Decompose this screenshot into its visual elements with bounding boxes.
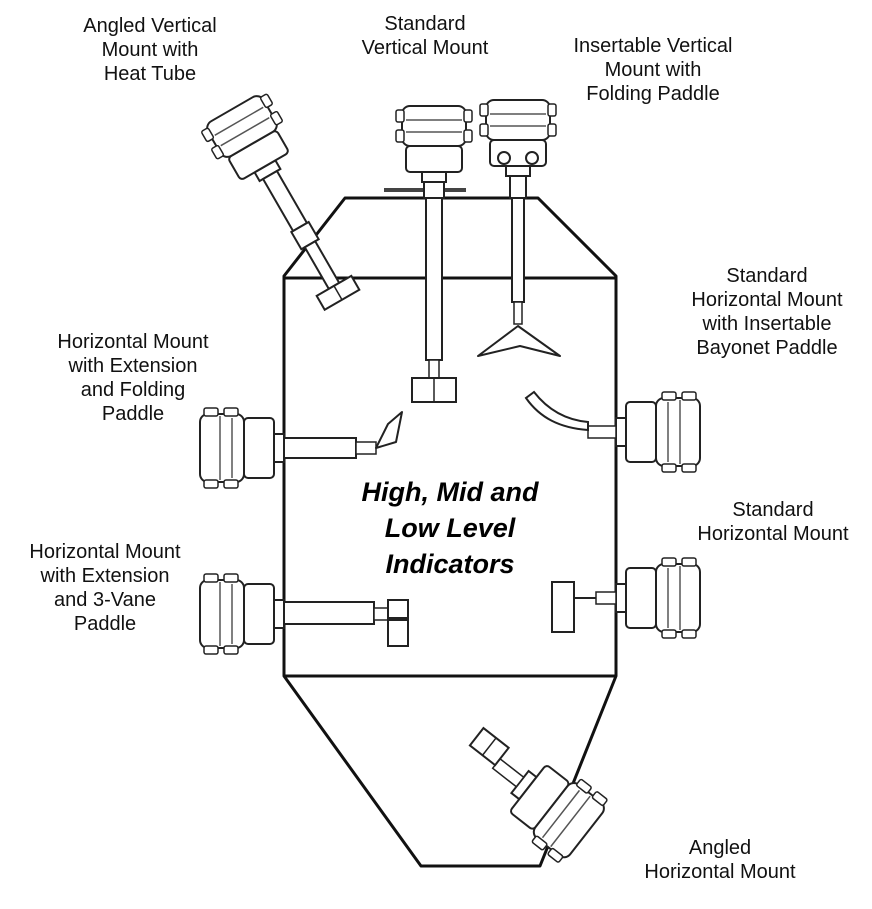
- insertable-vertical-mount-device: [477, 99, 561, 357]
- label-horizontal-ext-3vane: Horizontal Mount with Extension and 3-Va…: [29, 541, 181, 635]
- standard-horizontal-mount-device: [551, 557, 701, 639]
- label-standard-horizontal-bayonet: Standard Horizontal Mount with Insertabl…: [691, 265, 843, 359]
- label-angled-vertical-heat-tube: Angled Vertical Mount with Heat Tube: [83, 15, 217, 85]
- label-insertable-vertical-folding: Insertable Vertical Mount with Folding P…: [573, 35, 733, 105]
- standard-vertical-mount-device: [395, 105, 473, 403]
- label-standard-horizontal: Standard Horizontal Mount: [697, 499, 849, 545]
- horizontal-extension-folding-device: [199, 407, 403, 489]
- label-angled-horizontal: Angled Horizontal Mount: [644, 837, 796, 883]
- label-horizontal-ext-folding: Horizontal Mount with Extension and Fold…: [57, 331, 209, 425]
- horizontal-bayonet-paddle-device: [524, 390, 701, 473]
- horizontal-extension-3vane-device: [199, 573, 409, 655]
- center-title: High, Mid and Low Level Indicators: [361, 477, 539, 579]
- label-standard-vertical: Standard Vertical Mount: [361, 13, 489, 59]
- angled-vertical-heat-tube-device: [198, 89, 361, 312]
- bin-vessel: [282, 188, 618, 868]
- angled-horizontal-mount-device: [468, 726, 612, 867]
